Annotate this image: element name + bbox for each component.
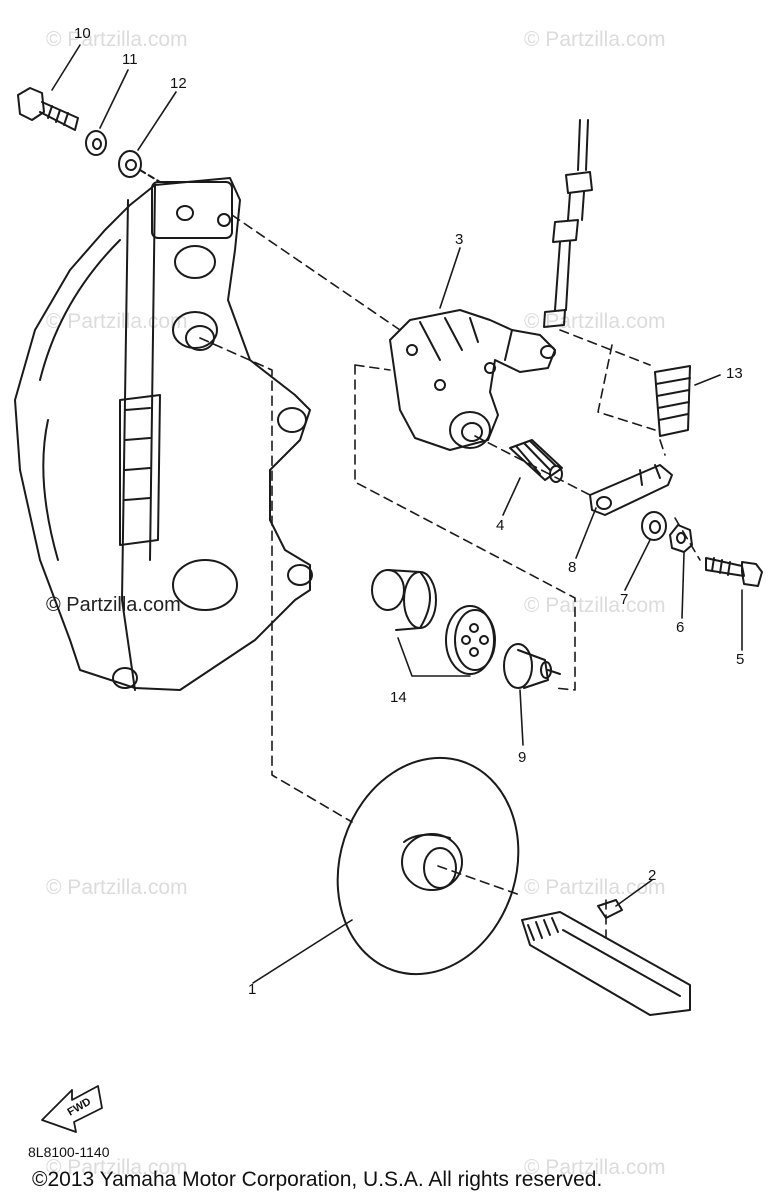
- assembly-reference-lines: [199, 214, 701, 939]
- watermark: © Partzilla.com: [46, 876, 188, 899]
- callout-7: 7: [620, 591, 629, 608]
- key-2: [597, 899, 623, 919]
- callout-2: 2: [648, 867, 657, 884]
- nut-6: [669, 524, 693, 553]
- copyright-notice: ©2013 Yamaha Motor Corporation, U.S.A. A…: [32, 1168, 603, 1191]
- callout-6: 6: [676, 619, 685, 636]
- shift-arm-bracket-3: [389, 309, 556, 451]
- callout-5: 5: [736, 651, 745, 668]
- spider-9: [503, 643, 561, 689]
- weight-cap-14: [371, 569, 437, 631]
- callout-8: 8: [568, 559, 577, 576]
- diagram-code: 8L8100-1140: [28, 1144, 110, 1160]
- watermark: © Partzilla.com: [46, 1156, 188, 1179]
- callout-9: 9: [518, 749, 527, 766]
- callout-3: 3: [455, 231, 464, 248]
- watermark: © Partzilla.com: [524, 1156, 666, 1179]
- lever-8: [589, 464, 673, 516]
- callout-12: 12: [170, 75, 187, 92]
- callout-13: 13: [726, 365, 743, 382]
- washer-12: [118, 150, 142, 178]
- watermark: © Partzilla.com: [524, 876, 666, 899]
- throttle-cable: [543, 119, 593, 328]
- lock-washer-11: [85, 130, 107, 156]
- spring-13: [654, 365, 691, 437]
- primary-sheave-housing: [14, 177, 313, 691]
- callout-4: 4: [496, 517, 505, 534]
- watermark-strong: © Partzilla.com: [46, 594, 181, 616]
- watermark: © Partzilla.com: [46, 28, 188, 51]
- bolt-10: [17, 87, 79, 131]
- collar-4: [509, 439, 563, 483]
- washer-7: [641, 511, 667, 541]
- weight-disc-14: [445, 605, 496, 675]
- watermark: © Partzilla.com: [524, 310, 666, 333]
- callout-1: 1: [248, 981, 257, 998]
- callout-leaders: [51, 44, 743, 984]
- leader-line: [139, 169, 161, 183]
- bolt-5: [705, 557, 763, 587]
- primary-shaft: [521, 911, 691, 1016]
- callout-14: 14: [390, 689, 407, 706]
- sliding-sheave-1: [336, 756, 520, 976]
- forward-arrow-icon: FWD: [41, 1085, 103, 1133]
- watermark: © Partzilla.com: [524, 594, 666, 617]
- callout-11: 11: [122, 51, 138, 68]
- watermark: © Partzilla.com: [524, 28, 666, 51]
- callout-10: 10: [74, 25, 91, 42]
